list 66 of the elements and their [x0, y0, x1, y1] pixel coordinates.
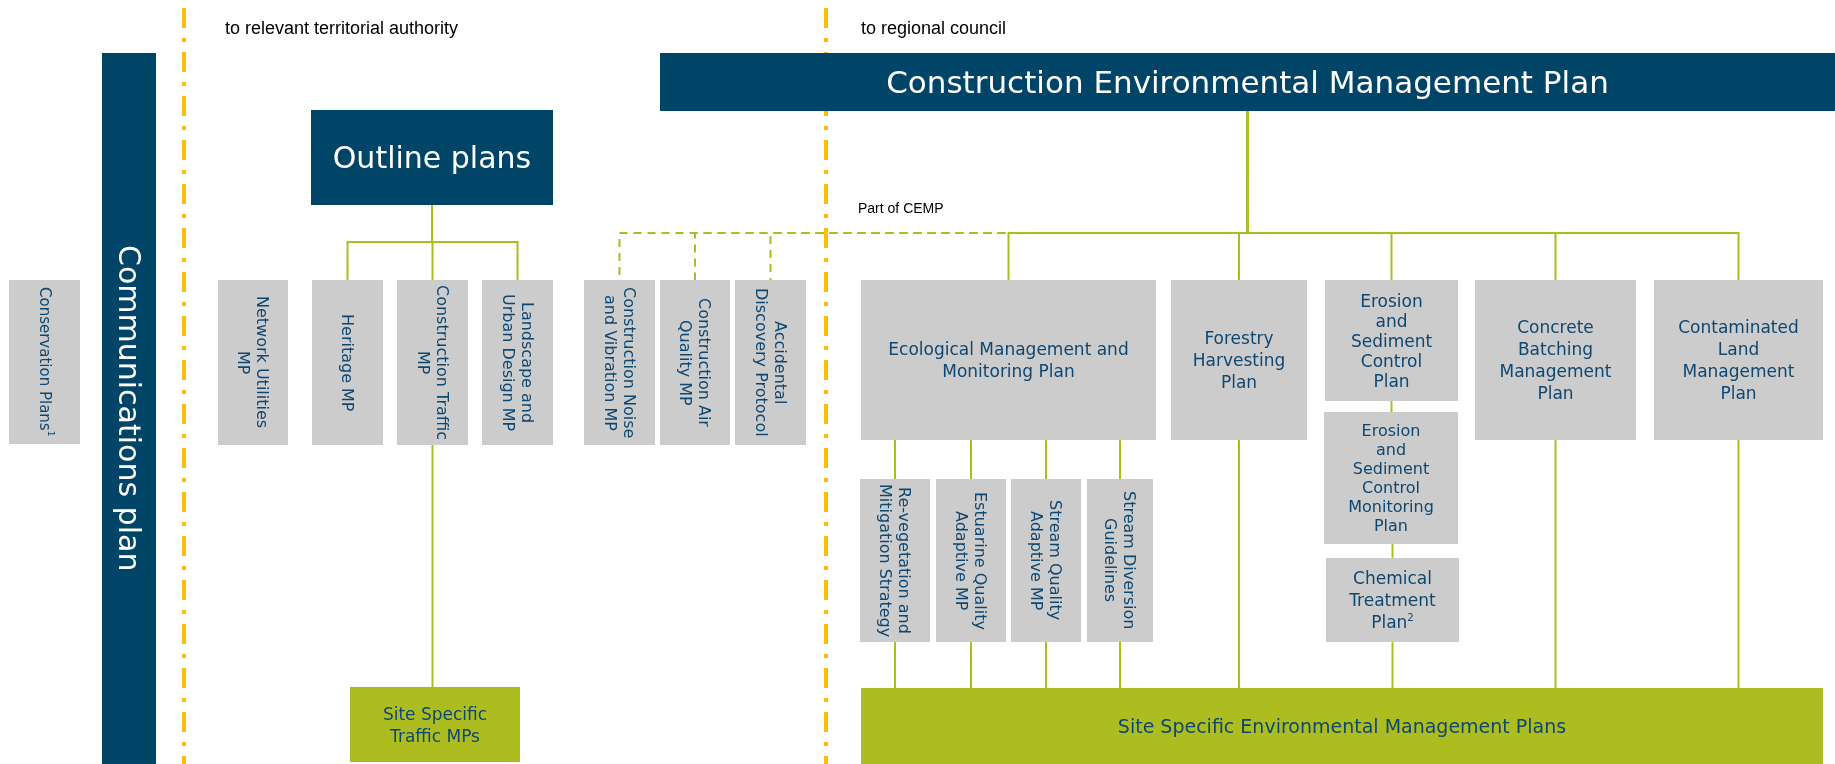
connector-line	[1045, 641, 1047, 689]
plan-box	[936, 479, 1006, 642]
plan-box	[218, 280, 288, 445]
plan-name: Construction Air Quality MP	[676, 297, 714, 429]
plan-box	[1654, 280, 1823, 440]
connector-line	[431, 204, 519, 281]
connector-line	[1737, 439, 1740, 689]
connector-line	[431, 444, 434, 688]
plan-banner	[311, 110, 553, 205]
plan-name: Contaminated Land Management Plan	[1677, 316, 1800, 404]
plan-box	[9, 280, 80, 444]
connector-line	[1391, 543, 1394, 559]
plan-name: Chemical Treatment Plan$^{2}$	[1348, 567, 1437, 633]
connector-line	[1119, 641, 1121, 689]
plan-name: Stream Diversion Guidelines	[1101, 490, 1139, 632]
plan-name: Re-vegetation and Mitigation Strategy	[876, 483, 914, 638]
plan-box	[1326, 558, 1459, 642]
plan-box	[1171, 280, 1307, 440]
plan-name: Accidental Discovery Protocol	[751, 287, 790, 439]
plan-name: Construction Environmental Management Plan	[886, 64, 1609, 100]
plan-box	[397, 280, 468, 445]
plan-banner	[660, 53, 1835, 111]
plan-name: Erosion and Sediment Control Monitoring Plan	[1347, 421, 1435, 535]
plan-box	[584, 280, 655, 445]
connector-line	[894, 641, 896, 689]
plan-box	[1324, 412, 1458, 544]
connector-line	[1554, 439, 1557, 689]
connector-line	[1390, 400, 1393, 413]
connector-line	[1238, 439, 1240, 689]
connector-line	[970, 641, 972, 689]
plan-name: Estuarine Quality Adaptive MP	[952, 490, 990, 632]
plan-banner	[102, 53, 156, 764]
plan-box	[1475, 280, 1636, 440]
plan-name: Concrete Batching Management Plan	[1498, 316, 1613, 404]
plan-name: Erosion and Sediment Control Plan	[1349, 290, 1434, 391]
plan-box	[660, 280, 730, 445]
plan-box	[312, 280, 383, 445]
plan-name: Forestry Harvesting Plan	[1191, 327, 1287, 393]
connector-line	[1391, 641, 1394, 689]
plan-name: Site Specific Environmental Management Plans	[1117, 714, 1567, 738]
connector-line	[970, 439, 972, 480]
plan-box	[1325, 280, 1458, 401]
note-label: Part of CEMP	[858, 200, 944, 216]
plan-name: Ecological Management and Monitoring Plan	[887, 338, 1130, 382]
site-plan-box	[861, 688, 1823, 764]
plan-name: Construction Noise and Vibration MP	[600, 285, 639, 441]
plan-box	[860, 479, 930, 642]
site-plan-box	[350, 687, 520, 762]
connector-line	[894, 439, 896, 480]
connector-line	[1119, 439, 1121, 480]
plan-name: Stream Quality Adaptive MP	[1027, 499, 1065, 623]
plan-name: Network Utilities MP	[234, 295, 272, 431]
plan-name: Construction Traffic MP	[413, 284, 452, 441]
plan-box	[1011, 479, 1081, 642]
plan-name: Communications plan	[112, 245, 146, 572]
plan-box	[482, 280, 553, 445]
plan-name: Site Specific Traffic MPs	[381, 702, 489, 747]
plan-name: Landscape and Urban Design MP	[498, 292, 537, 434]
zone-label: to relevant territorial authority	[225, 18, 459, 39]
zone-label: to regional council	[861, 18, 1007, 39]
plan-name: Heritage MP	[338, 313, 357, 412]
plan-box	[1087, 479, 1153, 642]
plan-name: Outline plans	[332, 139, 532, 176]
connector-line	[1045, 439, 1047, 480]
plan-box	[735, 280, 806, 445]
plan-box	[861, 280, 1156, 440]
